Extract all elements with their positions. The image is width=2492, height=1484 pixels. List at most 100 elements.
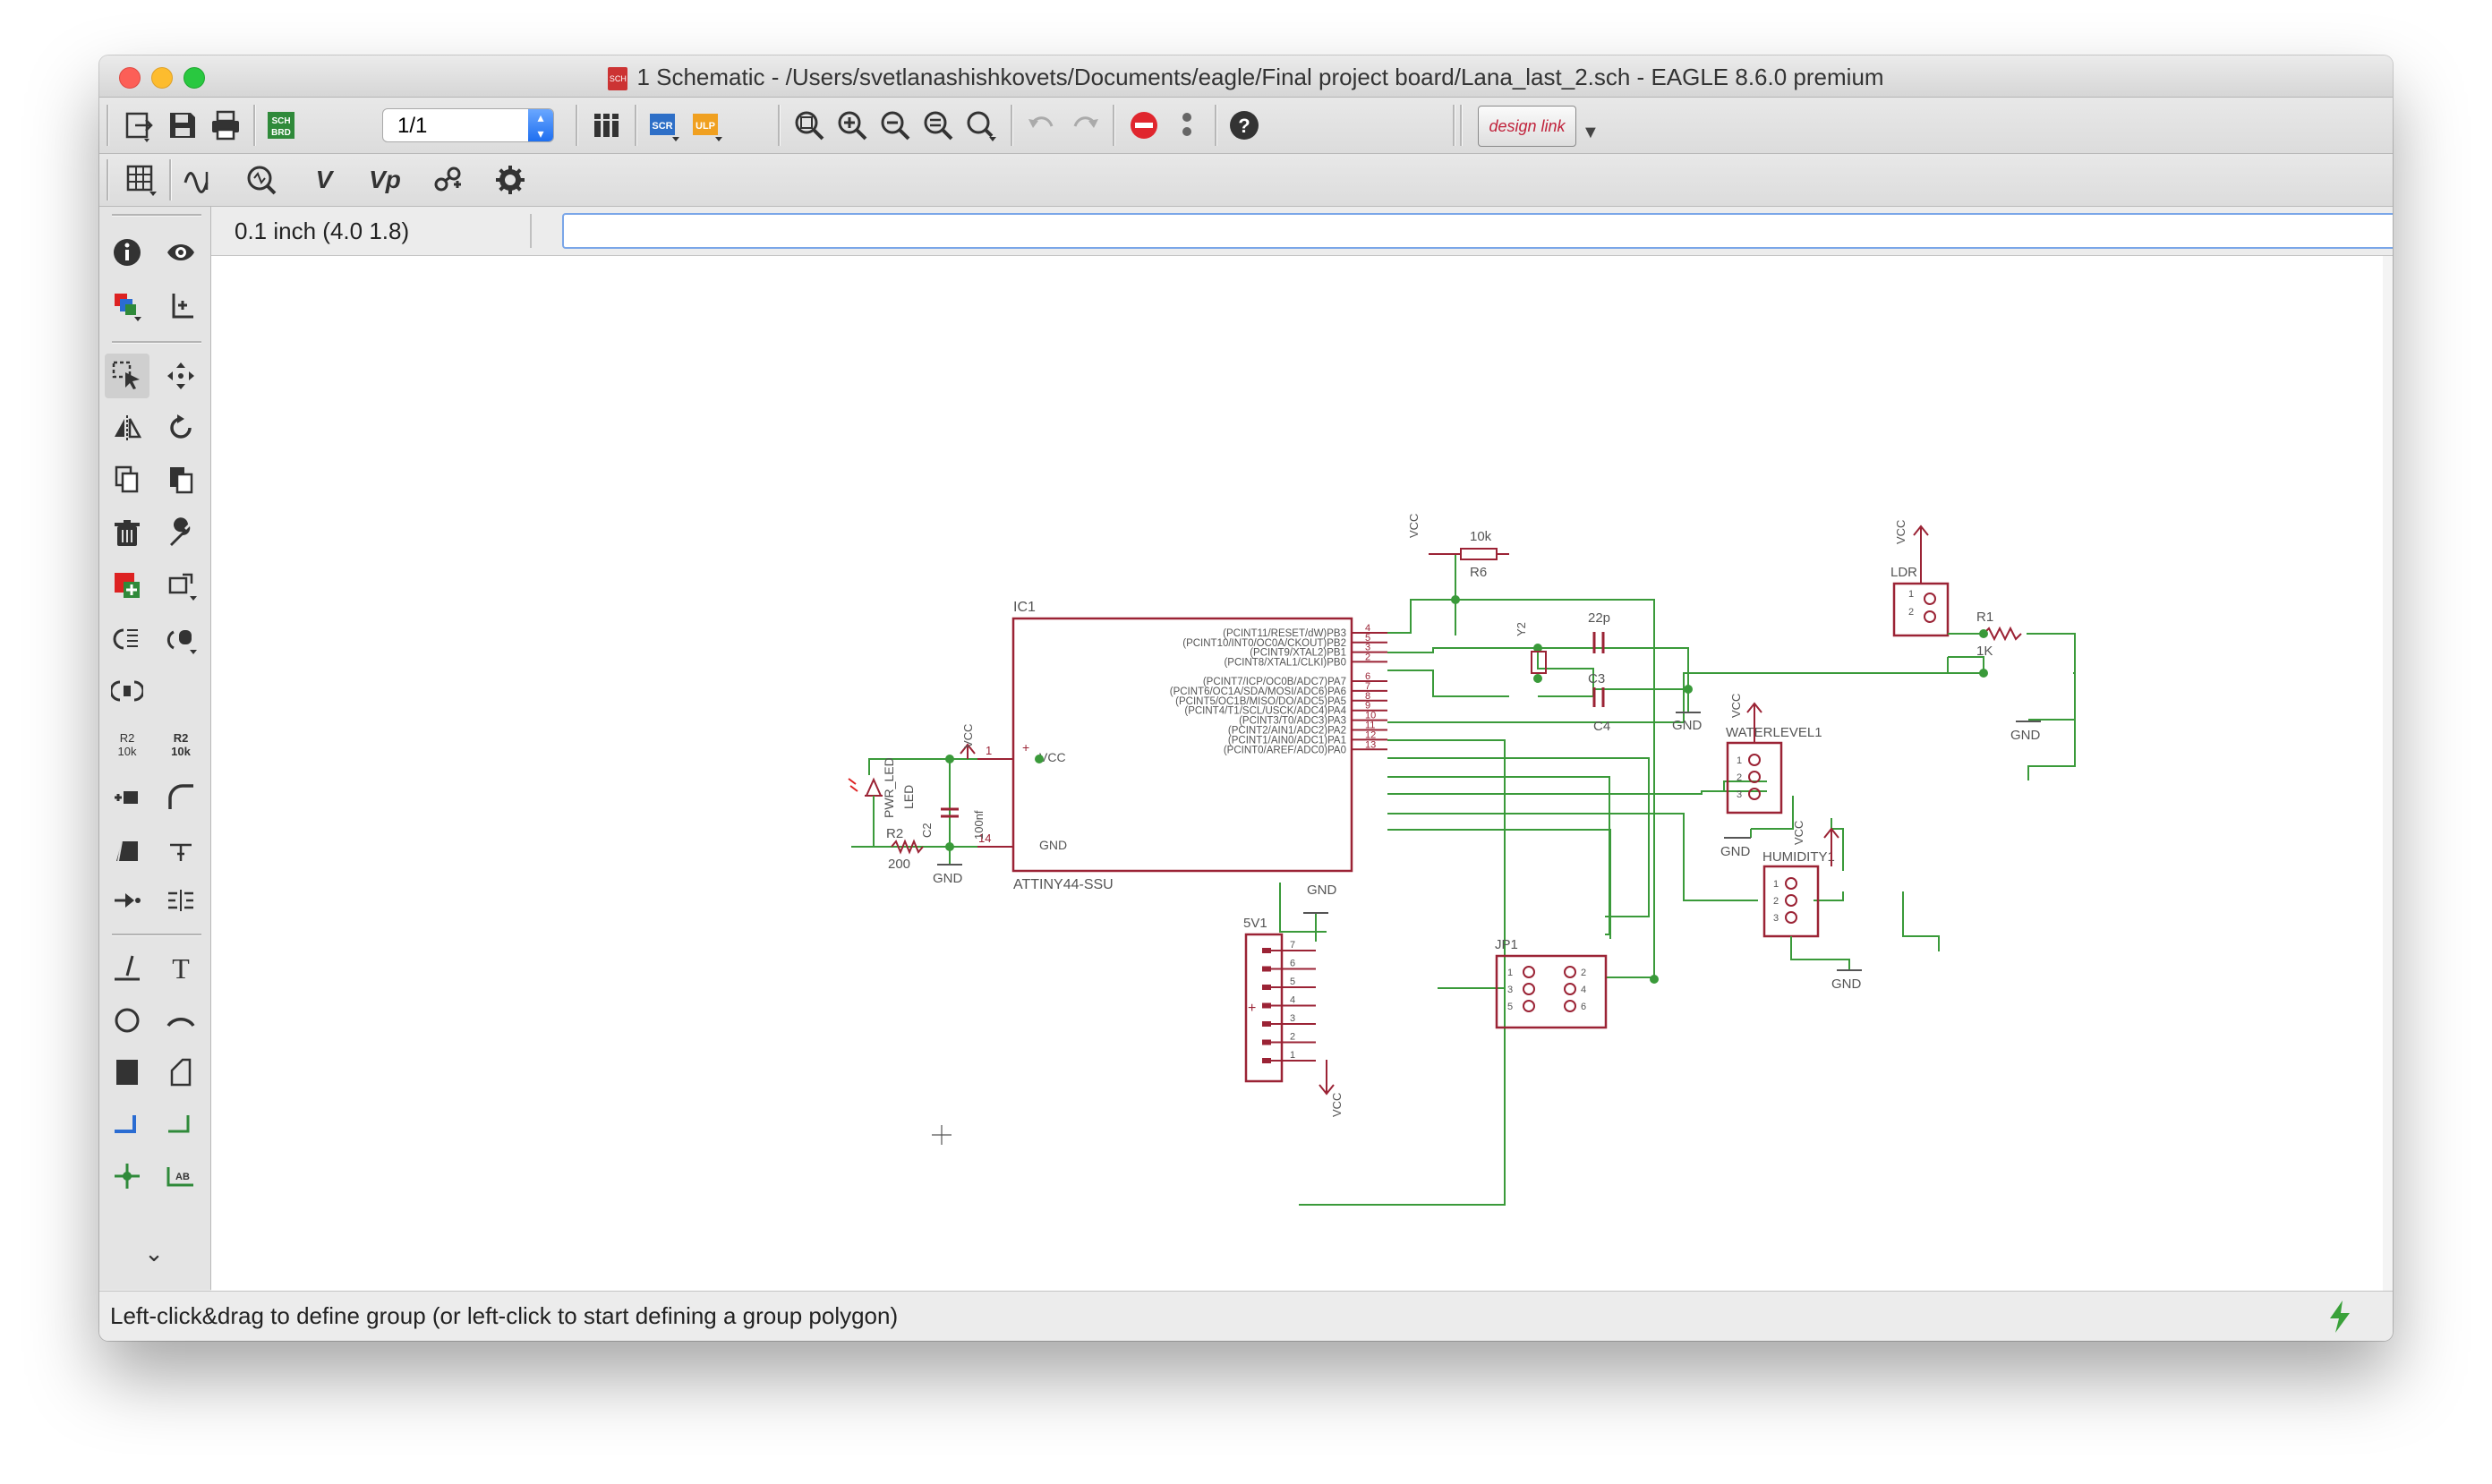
redo-icon[interactable] — [1064, 105, 1105, 146]
invoke-icon[interactable] — [105, 669, 149, 713]
stop-icon[interactable] — [1123, 105, 1165, 146]
toolbar-separator — [1460, 105, 1463, 146]
open-icon[interactable] — [119, 105, 160, 146]
zoom-select-icon[interactable] — [960, 105, 1002, 146]
info-icon[interactable] — [105, 230, 149, 275]
pinswap-icon[interactable] — [105, 617, 149, 661]
miter-icon[interactable] — [158, 774, 203, 819]
text-icon[interactable]: T — [172, 951, 190, 985]
mirror-icon[interactable] — [105, 405, 149, 450]
ulp-icon[interactable]: ULP — [687, 105, 728, 146]
ic1-pin-label: (PCINT2/AIN1/ADC2)PA2 — [1228, 726, 1346, 737]
zoom-redraw-icon[interactable] — [917, 105, 959, 146]
vertical-scrollbar[interactable] — [2383, 256, 2393, 1291]
expand-more-icon[interactable]: ⌄ — [144, 1239, 164, 1267]
sv1-pin-number: 1 — [1290, 1050, 1295, 1061]
net-icon[interactable] — [158, 1102, 203, 1147]
pwr-led[interactable] — [865, 777, 883, 797]
zoom-out-icon[interactable] — [875, 105, 916, 146]
pin-swap-icon[interactable] — [427, 159, 468, 200]
move-icon[interactable] — [158, 354, 203, 398]
ldr-header[interactable] — [1892, 582, 1950, 637]
sv1-pin-number: 2 — [1290, 1032, 1295, 1043]
rotate-icon[interactable] — [158, 405, 203, 450]
group-select-icon[interactable] — [105, 354, 149, 398]
zoom-in-icon[interactable] — [832, 105, 873, 146]
c-22p-top[interactable] — [1592, 632, 1605, 653]
label-icon[interactable]: AB — [158, 1154, 203, 1198]
save-icon[interactable] — [162, 105, 203, 146]
show-eye-icon[interactable] — [158, 230, 203, 275]
y2-crystal[interactable] — [1531, 651, 1547, 674]
paste-icon[interactable] — [158, 457, 203, 502]
delete-icon[interactable] — [105, 511, 149, 556]
maximize-window-button[interactable] — [183, 67, 205, 89]
bus-icon[interactable] — [105, 1102, 149, 1147]
sheet-select[interactable]: 1/1 ▴▾ — [382, 108, 554, 142]
value-vp-icon[interactable]: Vp — [369, 166, 401, 193]
split-icon[interactable] — [105, 828, 149, 873]
c4-cap[interactable] — [1592, 687, 1605, 707]
lightning-icon[interactable] — [2325, 1299, 2355, 1335]
go-icon[interactable] — [1166, 105, 1208, 146]
route-icon[interactable] — [105, 878, 149, 923]
sheet-select-arrows[interactable]: ▴▾ — [528, 109, 553, 141]
gear-icon[interactable] — [490, 159, 531, 200]
display-layers-icon[interactable] — [105, 284, 149, 328]
junction-icon[interactable] — [105, 1154, 149, 1198]
zoom-fit-icon[interactable] — [789, 105, 830, 146]
close-window-button[interactable] — [119, 67, 141, 89]
grid-icon[interactable] — [121, 159, 162, 200]
ic1-pin-label: (PCINT6/OC1A/SDA/MOSI/ADC6)PA6 — [1170, 687, 1346, 697]
jp1-pin-number: 3 — [1507, 985, 1513, 995]
align-icon[interactable] — [158, 878, 203, 923]
humidity-pins: 123 — [1773, 877, 1797, 924]
r2-resistor[interactable] — [891, 839, 924, 855]
ic1-pin-label: (PCINT3/T0/ADC3)PA3 — [1239, 716, 1346, 727]
r6-body[interactable] — [1460, 548, 1498, 560]
ic1-name: IC1 — [1013, 600, 1036, 615]
help-icon[interactable]: ? — [1224, 105, 1265, 146]
probe-icon[interactable] — [241, 159, 282, 200]
library-icon[interactable] — [586, 105, 627, 146]
schematic-canvas[interactable]: IC1 ATTINY44-SSU VCC GND + 1 14 (PCINT11… — [211, 256, 2383, 1291]
ic1-pin-label: (PCINT9/XTAL2)PB1 — [1250, 648, 1346, 659]
jp1-header[interactable] — [1495, 954, 1608, 1029]
script-icon[interactable]: SCR — [644, 105, 685, 146]
copy-icon[interactable] — [105, 457, 149, 502]
print-icon[interactable] — [205, 105, 246, 146]
command-line-input[interactable] — [562, 213, 2393, 249]
design-link-dropdown-icon[interactable]: ▼ — [1582, 123, 1600, 142]
design-link-button[interactable]: design link — [1478, 106, 1576, 147]
gnd-label-waterlevel: GND — [1720, 844, 1751, 859]
smash-icon[interactable] — [105, 774, 149, 819]
sv1-pin-number: 7 — [1290, 940, 1295, 951]
replace-icon[interactable] — [158, 563, 203, 608]
undo-icon[interactable] — [1021, 105, 1063, 146]
mark-icon[interactable] — [158, 284, 203, 328]
minimize-window-button[interactable] — [151, 67, 173, 89]
value-v-icon[interactable]: V — [315, 166, 333, 193]
signal-icon[interactable] — [178, 159, 219, 200]
sv1-header[interactable] — [1244, 933, 1284, 1083]
gateswap-icon[interactable] — [158, 617, 203, 661]
r1-resistor[interactable] — [1983, 626, 2022, 642]
waterlevel-header[interactable] — [1726, 741, 1783, 814]
jp1-pin-number: 2 — [1581, 968, 1586, 978]
optimize-icon[interactable] — [158, 828, 203, 873]
line-icon[interactable] — [105, 946, 149, 991]
c2-value: 100nf — [972, 810, 986, 840]
humidity-header[interactable] — [1762, 865, 1820, 938]
circle-icon[interactable] — [105, 998, 149, 1043]
c2-cap[interactable] — [941, 807, 959, 818]
ic1-body[interactable] — [1011, 617, 1353, 873]
polygon-icon[interactable] — [158, 1050, 203, 1095]
add-part-icon[interactable] — [105, 563, 149, 608]
change-wrench-icon[interactable] — [158, 511, 203, 556]
arc-icon[interactable] — [158, 998, 203, 1043]
rectangle-icon[interactable] — [105, 1050, 149, 1095]
